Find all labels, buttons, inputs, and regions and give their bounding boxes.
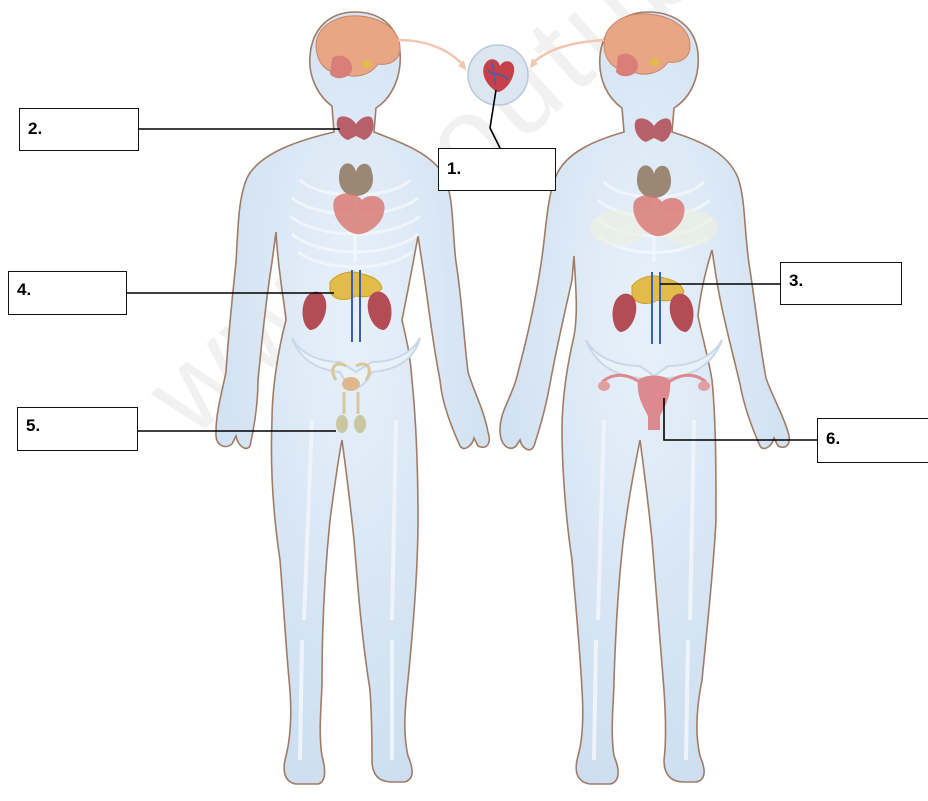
female-pituitary	[650, 58, 659, 66]
label-2-text: 2.	[28, 119, 42, 138]
label-4-text: 4.	[17, 280, 31, 299]
label-5-text: 5.	[26, 416, 40, 435]
arrow-left-brain-to-heart	[398, 40, 464, 66]
female-figure	[500, 12, 789, 784]
label-box-6: 6.	[817, 418, 928, 463]
male-figure	[216, 12, 489, 784]
label-1-text: 1.	[447, 159, 461, 178]
label-box-3: 3.	[780, 262, 902, 305]
heart-callout	[398, 40, 604, 105]
label-box-2: 2.	[19, 108, 139, 151]
label-box-1: 1.	[438, 148, 556, 191]
label-3-text: 3.	[789, 271, 803, 290]
male-pituitary	[362, 60, 371, 68]
label-6-text: 6.	[826, 429, 840, 448]
label-box-4: 4.	[8, 271, 127, 315]
label-box-5: 5.	[17, 407, 138, 451]
arrow-right-brain-to-heart	[532, 40, 604, 64]
